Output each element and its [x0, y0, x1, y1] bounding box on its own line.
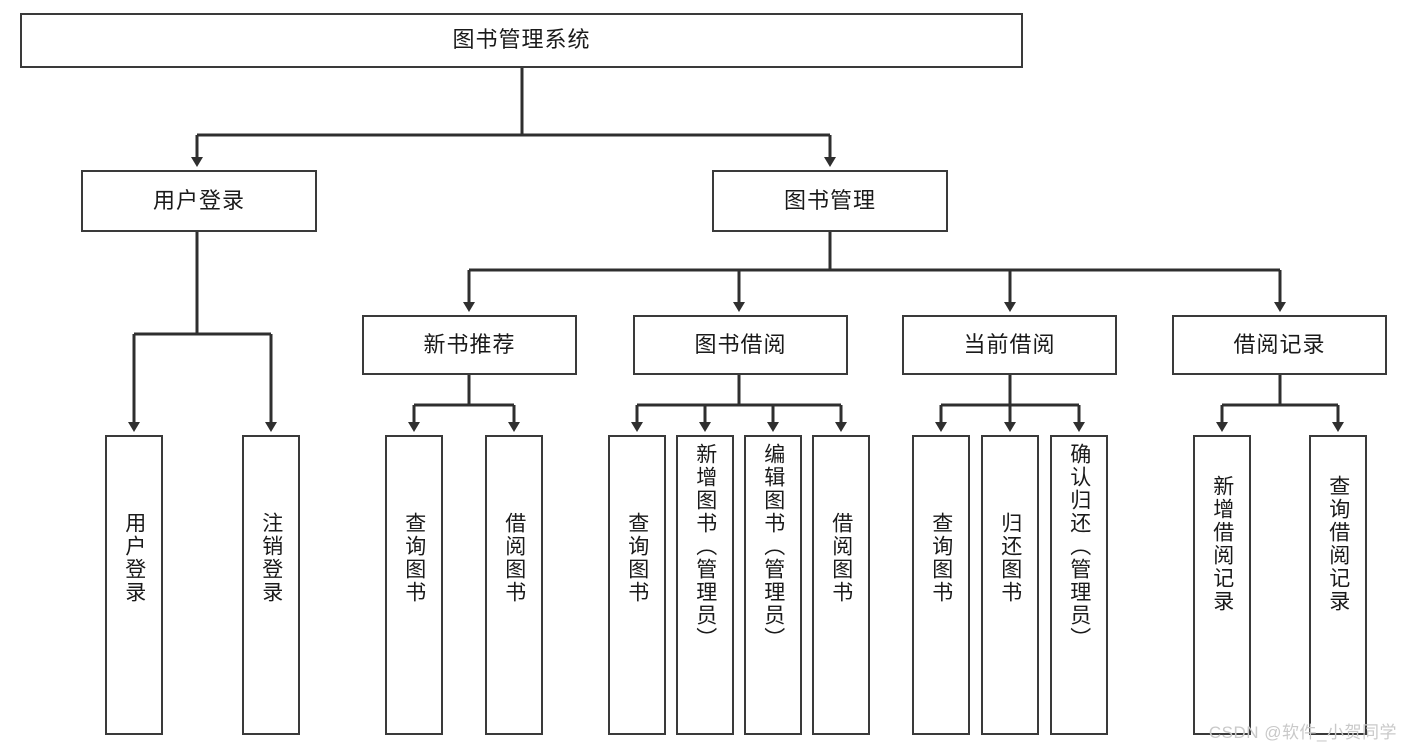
node-borrow-record[interactable]: 借阅记录: [1172, 315, 1387, 375]
node-label: 确认归还（管理员）: [1067, 443, 1091, 650]
node-current-borrow[interactable]: 当前借阅: [902, 315, 1117, 375]
node-label: 编辑图书（管理员）: [761, 443, 785, 650]
node-leaf-logout-login[interactable]: 注销登录: [242, 435, 300, 735]
node-book-borrow[interactable]: 图书借阅: [633, 315, 848, 375]
node-label: 查询图书: [625, 512, 649, 604]
node-leaf-add-book[interactable]: 新增图书（管理员）: [676, 435, 734, 735]
node-root-system[interactable]: 图书管理系统: [20, 13, 1023, 68]
node-leaf-borrow-book-1[interactable]: 借阅图书: [485, 435, 543, 735]
node-label: 图书借阅: [694, 331, 787, 357]
node-label: 新书推荐: [423, 331, 516, 357]
node-label: 用户登录: [122, 512, 146, 604]
node-label: 注销登录: [259, 512, 283, 604]
node-label: 借阅图书: [502, 512, 526, 604]
node-label: 新增图书（管理员）: [693, 443, 717, 650]
node-user-login[interactable]: 用户登录: [81, 170, 317, 232]
node-label: 借阅图书: [829, 512, 853, 604]
node-label: 查询图书: [929, 512, 953, 604]
node-leaf-return-book[interactable]: 归还图书: [981, 435, 1039, 735]
node-label: 当前借阅: [963, 331, 1056, 357]
node-label: 查询图书: [402, 512, 426, 604]
node-label: 图书管理系统: [452, 27, 591, 53]
node-leaf-query-record[interactable]: 查询借阅记录: [1309, 435, 1367, 735]
node-leaf-add-record[interactable]: 新增借阅记录: [1193, 435, 1251, 735]
node-label: 图书管理: [783, 187, 876, 213]
node-book-manage[interactable]: 图书管理: [712, 170, 948, 232]
node-leaf-confirm-return[interactable]: 确认归还（管理员）: [1050, 435, 1108, 735]
csdn-watermark: CSDN @软件_小贺同学: [1208, 723, 1397, 742]
node-leaf-query-book-1[interactable]: 查询图书: [385, 435, 443, 735]
node-label: 新增借阅记录: [1210, 475, 1234, 613]
node-new-book-recommend[interactable]: 新书推荐: [362, 315, 577, 375]
node-leaf-query-book-3[interactable]: 查询图书: [912, 435, 970, 735]
node-leaf-user-login[interactable]: 用户登录: [105, 435, 163, 735]
node-leaf-query-book-2[interactable]: 查询图书: [608, 435, 666, 735]
node-label: 用户登录: [152, 187, 245, 213]
node-label: 归还图书: [998, 512, 1022, 604]
node-leaf-edit-book[interactable]: 编辑图书（管理员）: [744, 435, 802, 735]
node-label: 借阅记录: [1233, 331, 1326, 357]
node-label: 查询借阅记录: [1326, 475, 1350, 613]
node-leaf-borrow-book-2[interactable]: 借阅图书: [812, 435, 870, 735]
